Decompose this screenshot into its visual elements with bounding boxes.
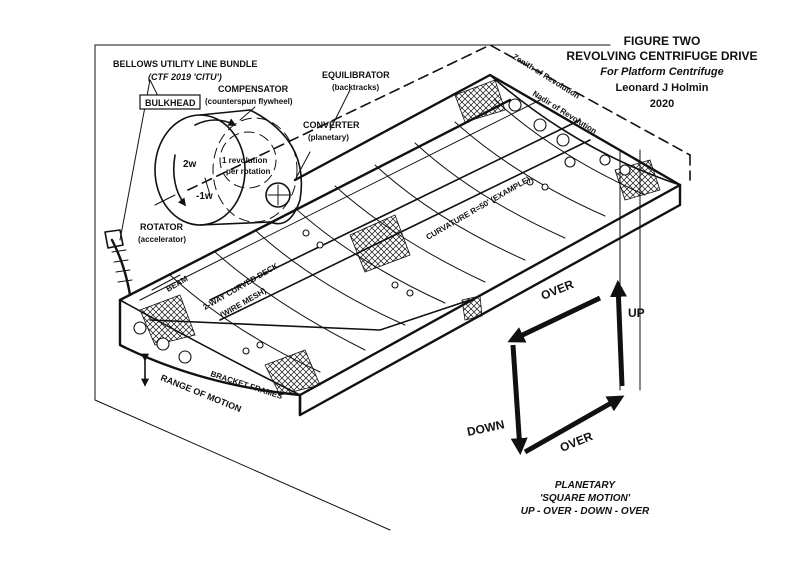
compensator-label: COMPENSATOR — [218, 84, 289, 94]
figure-title: FIGURE TWO — [624, 34, 701, 48]
bulkhead-label: BULKHEAD — [145, 98, 196, 108]
revolution-label-1: 1 revolution — [222, 156, 267, 165]
figure-subtitle-2: For Platform Centrifuge — [600, 66, 723, 78]
two-w-label: 2w — [183, 159, 197, 170]
planetary-caption-3: UP - OVER - DOWN - OVER — [521, 506, 650, 517]
year: 2020 — [650, 98, 674, 110]
revolution-label-2: per rotation — [226, 167, 271, 176]
rotator-sub: (accelerator) — [138, 235, 186, 244]
author: Leonard J Holmin — [616, 82, 709, 94]
converter-sub: (planetary) — [308, 133, 349, 142]
title-block: FIGURE TWO REVOLVING CENTRIFUGE DRIVE Fo… — [566, 34, 757, 110]
up-arrow — [609, 279, 627, 387]
planetary-caption-2: 'SQUARE MOTION' — [540, 493, 631, 504]
equilibrator-sub: (backtracks) — [332, 83, 379, 92]
planetary-caption-1: PLANETARY — [555, 480, 617, 491]
rotator-label: ROTATOR — [140, 222, 183, 232]
platform-deck — [118, 73, 682, 417]
up-label: UP — [628, 306, 645, 320]
over-bottom-arrow — [523, 395, 625, 455]
equilibrator-label: EQUILIBRATOR — [322, 70, 390, 80]
bellows-label: BELLOWS UTILITY LINE BUNDLE — [113, 59, 257, 69]
minus-one-w-label: -1w — [196, 191, 213, 202]
converter-label: CONVERTER — [303, 120, 360, 130]
down-arrow — [510, 344, 528, 456]
over-top-arrow — [507, 295, 602, 343]
drive-cylinder — [104, 109, 303, 297]
down-label: DOWN — [466, 417, 506, 439]
figure-subtitle: REVOLVING CENTRIFUGE DRIVE — [566, 49, 757, 63]
planetary-square-motion: OVER UP DOWN OVER PLANETARY 'SQUARE MOTI… — [466, 277, 650, 517]
ctf-label: (CTF 2019 'CITU') — [148, 72, 222, 82]
curvature-label: CURVATURE R=50' (EXAMPLE) — [425, 174, 532, 241]
leader-lines — [141, 79, 351, 387]
compensator-sub: (counterspun flywheel) — [205, 97, 293, 106]
bulkhead-box — [139, 94, 201, 110]
